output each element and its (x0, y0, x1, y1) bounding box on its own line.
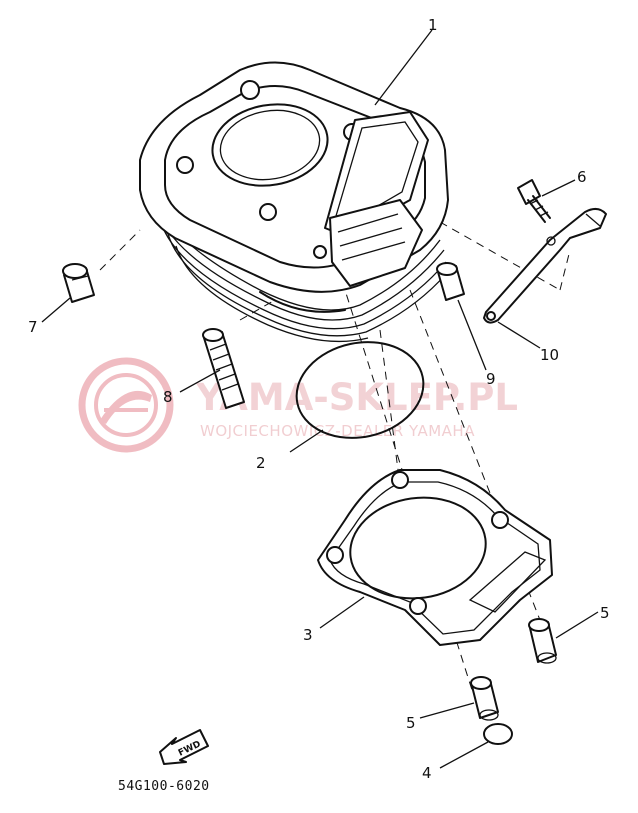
callout-8: 8 (163, 388, 173, 406)
callout-2: 2 (256, 454, 266, 472)
callout-3: 3 (303, 626, 313, 644)
cylinder-part-1 (139, 61, 449, 343)
stud-part-8 (202, 328, 245, 409)
callout-labels: 1 2 3 4 5 5 6 7 8 9 10 (28, 16, 610, 782)
dowel-pin-part-5-lower (470, 676, 499, 721)
bracket-part-10 (483, 208, 607, 324)
watermark-subtitle: WOJCIECHOWICZ-DEALER YAMAHA (200, 422, 475, 440)
dowel-part-9 (436, 262, 465, 301)
callout-5-lower: 5 (406, 714, 416, 732)
callout-leaders (41, 29, 599, 769)
o-ring-part-2 (295, 341, 425, 439)
callout-5-right: 5 (600, 604, 610, 622)
callout-10: 10 (540, 346, 559, 364)
callout-1: 1 (428, 16, 438, 34)
small-o-ring-part-4 (483, 723, 513, 745)
watermark-logo (78, 357, 174, 453)
forward-arrow-icon: FWD (159, 729, 209, 765)
callout-6: 6 (577, 168, 587, 186)
watermark: YAMA-SKLEP.PL WOJCIECHOWICZ-DEALER YAMAH… (78, 357, 518, 453)
callout-7: 7 (28, 318, 38, 336)
gasket-part-3 (317, 469, 553, 646)
diagram-code: 54G100-6020 (118, 779, 210, 794)
watermark-title: YAMA-SKLEP.PL (195, 376, 518, 419)
callout-9: 9 (486, 370, 496, 388)
dowel-part-7 (62, 263, 95, 303)
bolt-part-6 (517, 179, 551, 223)
dowel-pin-part-5-right (528, 618, 557, 664)
callout-4: 4 (422, 764, 432, 782)
